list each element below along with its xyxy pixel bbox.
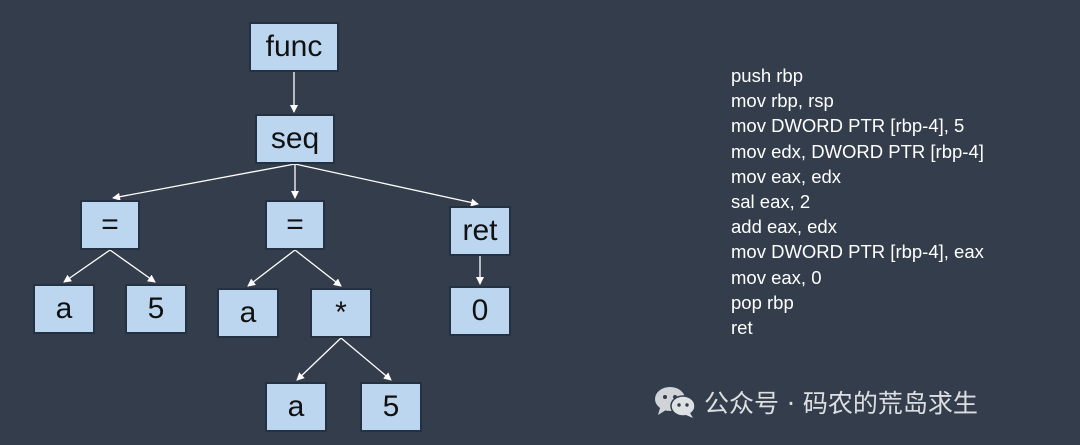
node-var-a-3: a bbox=[265, 382, 327, 432]
wechat-icon bbox=[655, 387, 696, 418]
node-seq: seq bbox=[255, 114, 335, 164]
watermark-text: 公众号 · 码农的荒岛求生 bbox=[704, 389, 978, 418]
node-var-a-2: a bbox=[217, 288, 279, 338]
edge-assign1-a bbox=[63, 249, 111, 283]
edge-mul-5 bbox=[340, 337, 392, 381]
asm-line: mov edx, DWORD PTR [rbp-4] bbox=[731, 140, 984, 162]
edge-seq-ret bbox=[294, 163, 479, 207]
asm-line: mov DWORD PTR [rbp-4], eax bbox=[731, 241, 984, 263]
asm-line: pop rbp bbox=[731, 291, 794, 313]
node-const-5-2: 5 bbox=[360, 382, 422, 432]
edge-assign1-5 bbox=[109, 249, 156, 283]
node-ret: ret bbox=[449, 206, 511, 256]
asm-line: mov rbp, rsp bbox=[731, 90, 834, 112]
node-mul: * bbox=[310, 288, 372, 338]
node-const-0: 0 bbox=[449, 286, 511, 336]
asm-line: sal eax, 2 bbox=[731, 191, 811, 213]
asm-line: push rbp bbox=[731, 65, 803, 86]
edge-assign2-a bbox=[247, 249, 296, 287]
asm-line: add eax, edx bbox=[731, 216, 837, 238]
asm-line: ret bbox=[731, 317, 753, 339]
watermark: 公众号 · 码农的荒岛求生 bbox=[652, 384, 978, 420]
asm-line: mov DWORD PTR [rbp-4], 5 bbox=[731, 115, 965, 137]
node-assign-1: = bbox=[80, 200, 140, 250]
asm-line: mov eax, edx bbox=[731, 165, 842, 187]
node-assign-2: = bbox=[265, 200, 325, 250]
edge-assign2-mul bbox=[294, 249, 342, 287]
node-const-5-1: 5 bbox=[125, 284, 187, 334]
edge-mul-a bbox=[296, 337, 342, 381]
node-var-a-1: a bbox=[33, 284, 95, 334]
asm-line: mov eax, 0 bbox=[731, 266, 822, 288]
edge-seq-assign1 bbox=[112, 163, 296, 201]
node-func: func bbox=[249, 22, 339, 72]
assembly-listing: push rbp mov rbp, rsp mov DWORD PTR [rbp… bbox=[731, 63, 984, 340]
